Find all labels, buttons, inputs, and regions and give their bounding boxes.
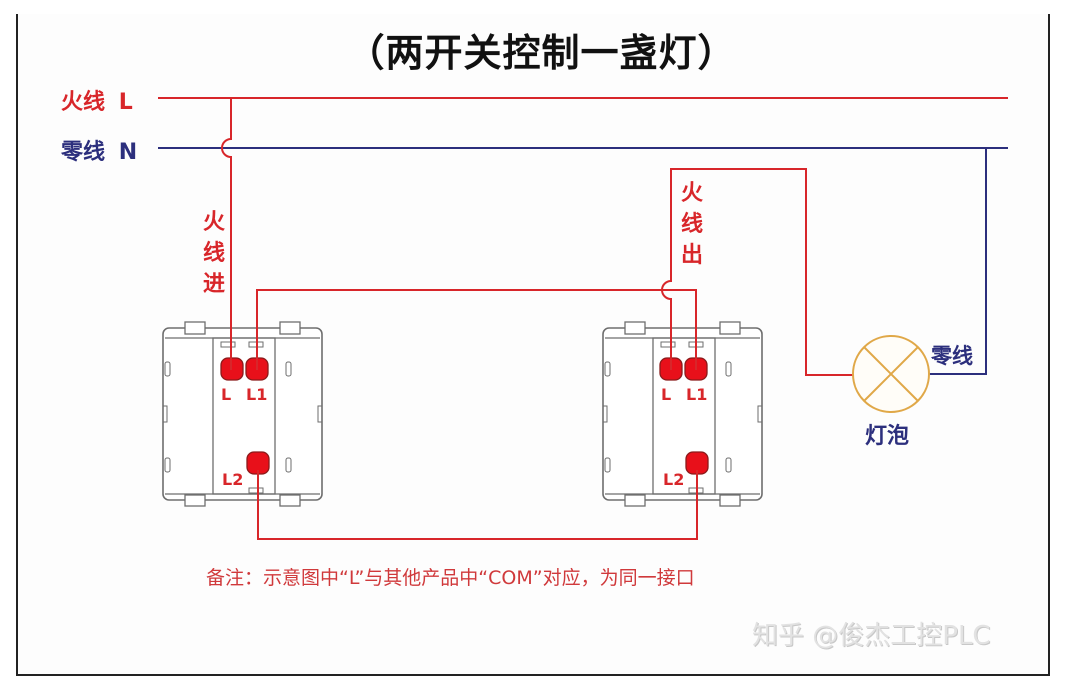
live-code: L — [118, 90, 133, 115]
annotation-char: 线 — [680, 212, 703, 237]
lamp-label: 灯泡 — [865, 424, 910, 449]
lamp-neutral-label: 零线 — [931, 344, 973, 368]
live-out-wire — [661, 168, 853, 376]
live-line-label: 火线 L — [61, 84, 133, 116]
right-terminal-l2-label: L2 — [663, 470, 685, 489]
right-terminal-l-label: L — [661, 385, 672, 404]
live-label-text: 火线 — [61, 90, 106, 115]
left-terminal-l2-label: L2 — [222, 470, 244, 489]
right-terminal-l1-label: L1 — [686, 385, 708, 404]
neutral-code: N — [118, 140, 138, 165]
neutral-line-label: 零线 N — [61, 134, 137, 166]
footnote: 备注：示意图中“L”与其他产品中“COM”对应，为同一接口 — [206, 567, 695, 589]
annotation-char: 进 — [202, 272, 225, 297]
left-terminal-l-label: L — [221, 385, 232, 404]
annotation-char: 线 — [202, 241, 225, 266]
live-out-annotation: 火 线 出 — [679, 178, 705, 271]
live-in-annotation: 火 线 进 — [201, 207, 227, 300]
annotation-char: 火 — [202, 210, 225, 235]
watermark: 知乎 @俊杰工控PLC — [752, 621, 991, 651]
left-terminal-l1-label: L1 — [246, 385, 268, 404]
live-in-wire — [221, 98, 232, 368]
neutral-lamp-wire — [929, 148, 987, 375]
lamp-icon — [852, 335, 930, 413]
diagram-title: （两开关控制一盏灯） — [346, 31, 737, 75]
annotation-char: 出 — [680, 243, 703, 268]
neutral-label-text: 零线 — [61, 140, 106, 165]
annotation-char: 火 — [680, 181, 703, 206]
